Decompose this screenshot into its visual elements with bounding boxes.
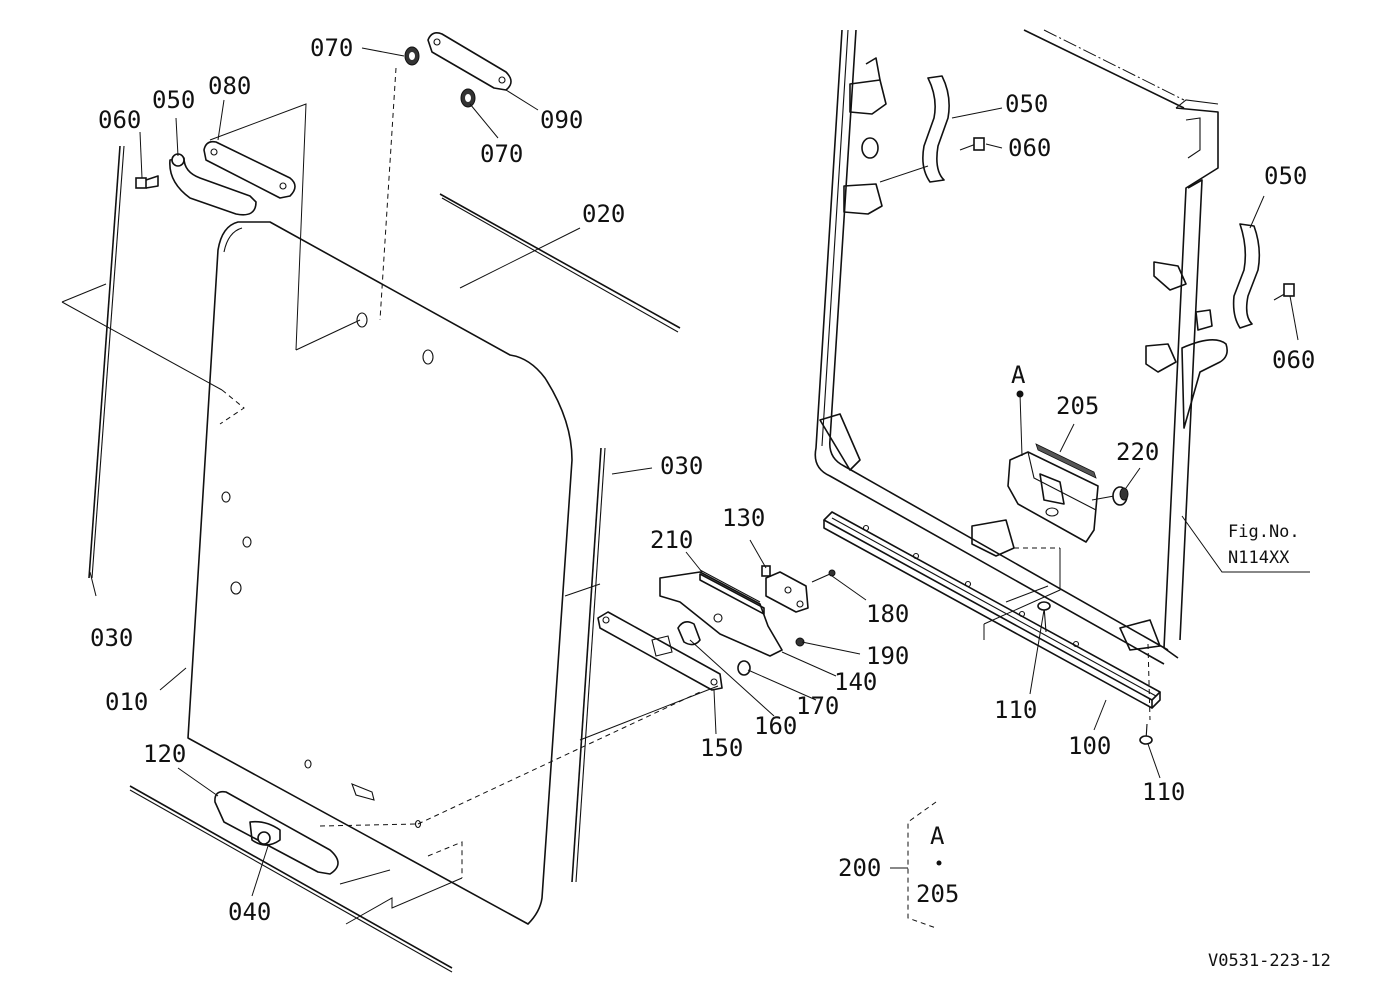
washer-070-top	[404, 46, 420, 66]
bolt-060-frame-upper	[959, 137, 985, 151]
callout-130: 130	[722, 504, 765, 532]
handle-050-top	[169, 153, 257, 216]
callout-110-upper: 110	[994, 696, 1037, 724]
screw-180	[811, 569, 836, 583]
callout-030-right: 030	[660, 452, 703, 480]
seal-030-left	[88, 145, 125, 579]
handle-050-frame-lower	[1232, 223, 1261, 329]
group-detail-part: 205	[916, 880, 959, 908]
callout-060-frame-upper: 060	[1008, 134, 1051, 162]
figure-ref-number: N114XX	[1228, 548, 1290, 568]
callout-060-frame-lower: 060	[1272, 346, 1315, 374]
rail-100	[823, 511, 1161, 709]
callout-030-left: 030	[90, 624, 133, 652]
callout-070-top: 070	[310, 34, 353, 62]
bolt-060-top-left	[135, 175, 159, 189]
bolt-060-frame-lower	[1273, 283, 1295, 301]
washer-070-lower	[460, 88, 476, 108]
callout-210: 210	[650, 526, 693, 554]
cab-frame	[814, 29, 1228, 665]
striker-205	[1007, 443, 1099, 543]
plate-080	[203, 140, 296, 199]
callout-080: 080	[208, 72, 251, 100]
callout-140: 140	[834, 668, 877, 696]
callout-170: 170	[796, 692, 839, 720]
door-glass-010	[187, 221, 573, 925]
callout-070-lower: 070	[480, 140, 523, 168]
callout-110-lower: 110	[1142, 778, 1185, 806]
callout-160: 160	[754, 712, 797, 740]
left-leader-lines	[61, 67, 719, 925]
bracket-150	[597, 611, 723, 691]
seal-020	[439, 193, 681, 333]
screw-110-lower	[1139, 723, 1153, 745]
callout-180: 180	[866, 600, 909, 628]
callout-190: 190	[866, 642, 909, 670]
callout-A: A	[1011, 361, 1026, 389]
callout-050-frame-lower: 050	[1264, 162, 1307, 190]
callout-100: 100	[1068, 732, 1111, 760]
callout-040: 040	[228, 898, 271, 926]
callout-150: 150	[700, 734, 743, 762]
callout-060-left: 060	[98, 106, 141, 134]
callout-205: 205	[1056, 392, 1099, 420]
latch-130	[761, 565, 809, 613]
bolt-220	[1091, 486, 1129, 506]
callout-010: 010	[105, 688, 148, 716]
group-200-label: 200	[838, 854, 881, 882]
hinge-090	[427, 32, 512, 91]
callout-090: 090	[540, 106, 583, 134]
callout-120: 120	[143, 740, 186, 768]
collar-170	[737, 660, 751, 676]
callout-050-left: 050	[152, 86, 195, 114]
seal-040	[129, 785, 453, 973]
callout-labels: 070 090 070 050 080 060 020 030 030 010 …	[90, 34, 1331, 971]
group-detail-letter: A	[930, 822, 945, 850]
callout-220: 220	[1116, 438, 1159, 466]
drawing-code: V0531-223-12	[1208, 951, 1331, 971]
detail-A-bracket	[890, 801, 942, 929]
callout-leaders	[89, 47, 1299, 897]
block-160	[677, 620, 701, 646]
seal-030-right	[571, 447, 606, 883]
callout-050-frame-upper: 050	[1005, 90, 1048, 118]
plate-210	[659, 569, 783, 657]
handle-050-frame-upper	[922, 75, 950, 183]
callout-020: 020	[582, 200, 625, 228]
right-leader-lines	[983, 515, 1310, 721]
figure-ref-prefix: Fig.No.	[1228, 522, 1300, 542]
handle-120	[214, 790, 339, 875]
